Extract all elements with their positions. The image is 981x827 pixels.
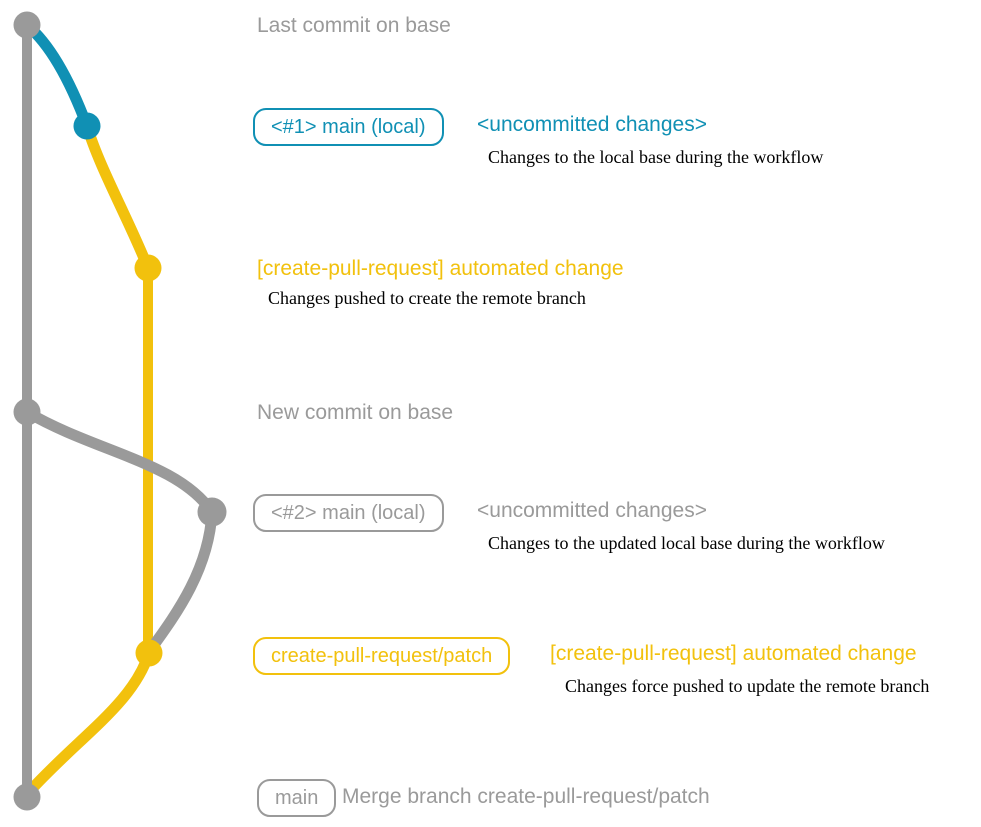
automated-change-description-2: Changes force pushed to update the remot… <box>565 676 930 696</box>
gray-rebase-in-curve <box>145 506 218 655</box>
branch-badge-main-local-2: <#2> main (local) <box>253 494 444 532</box>
uncommitted-changes-heading-1: <uncommitted changes> <box>477 113 707 136</box>
merge-commit-title: Merge branch create-pull-request/patch <box>342 785 710 808</box>
uncommitted-changes-description-2: Changes to the updated local base during… <box>488 533 885 553</box>
branch-badge-create-pull-request-patch: create-pull-request/patch <box>253 637 511 675</box>
automated-change-heading-1: [create-pull-request] automated change <box>257 257 624 280</box>
commit-dot-uncommitted-2 <box>197 497 227 527</box>
uncommitted-changes-description-1: Changes to the local base during the wor… <box>488 147 824 167</box>
commit-dot-uncommitted-1 <box>73 112 101 140</box>
automated-change-description-1: Changes pushed to create the remote bran… <box>268 288 586 308</box>
commit-dot-automated-change-2 <box>135 639 163 667</box>
automated-change-heading-2: [create-pull-request] automated change <box>550 642 917 665</box>
yellow-branch-out-curve <box>81 120 154 274</box>
commit-dot-last-base <box>13 11 41 39</box>
uncommitted-changes-heading-2: <uncommitted changes> <box>477 499 707 522</box>
commit-dot-merge <box>13 783 41 811</box>
yellow-merge-curve <box>23 647 155 798</box>
gray-rebase-out-curve <box>21 406 218 518</box>
commit-dot-new-base <box>13 398 41 426</box>
branch-badge-main-local-1: <#1> main (local) <box>253 108 444 146</box>
commit-dot-automated-change-1 <box>134 254 162 282</box>
last-commit-title: Last commit on base <box>257 14 451 37</box>
branch-badge-main: main <box>257 779 337 817</box>
git-graph <box>13 11 227 811</box>
new-commit-title: New commit on base <box>257 401 454 424</box>
blue-branch-out-curve <box>21 19 93 132</box>
